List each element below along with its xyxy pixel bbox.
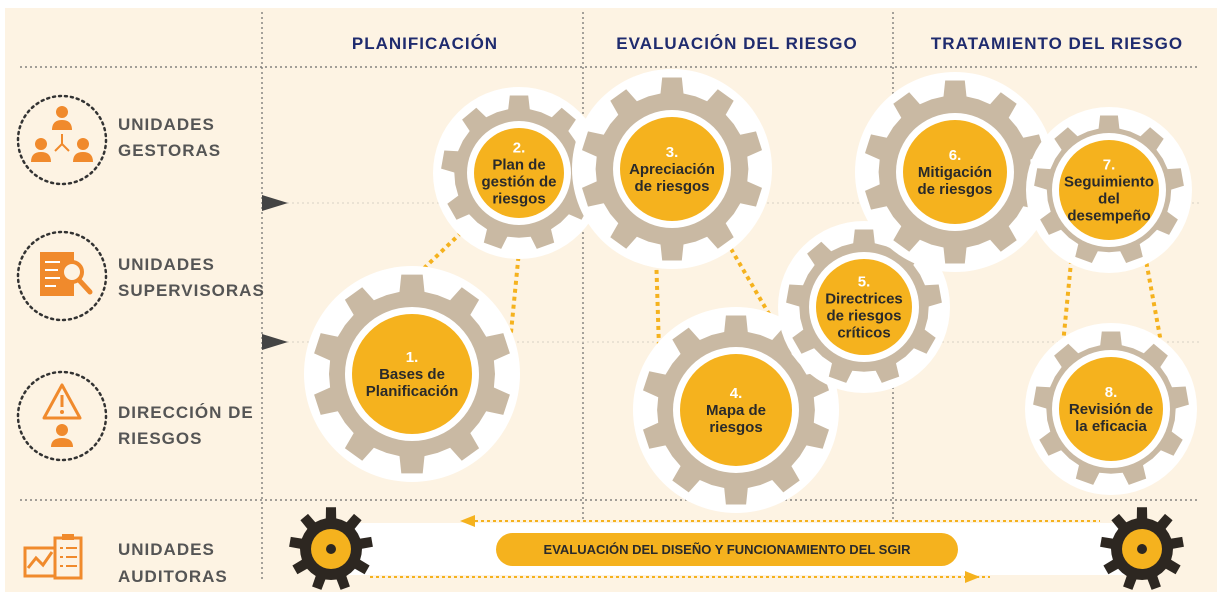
gear-step-label: de riesgos xyxy=(634,178,709,195)
gear-step-number: 8. xyxy=(1105,384,1118,401)
dark-gear-hub xyxy=(1137,544,1147,554)
gear-step-label: Apreciación xyxy=(629,161,715,178)
gear-step-label: gestión de xyxy=(481,174,556,191)
role-circle-supervisoras xyxy=(16,230,108,322)
gear-step-number: 6. xyxy=(949,147,962,164)
gear-step-label: Revisión de xyxy=(1069,401,1153,418)
dark-gear-right-icon xyxy=(1100,507,1184,590)
gear-step-label: críticos xyxy=(837,325,890,342)
dark-gear-hub xyxy=(326,544,336,554)
gear-step-label: Plan de xyxy=(492,157,545,174)
dark-gear-left-icon xyxy=(289,507,373,590)
gear-step-label: de riesgos xyxy=(826,308,901,325)
gear-core xyxy=(352,314,472,434)
gear-step-number: 3. xyxy=(666,144,679,161)
people-network-icon xyxy=(31,106,93,162)
audit-arrow-right xyxy=(965,571,980,583)
gear-step-label: de riesgos xyxy=(917,181,992,198)
row-label-supervisoras-line1: UNIDADES xyxy=(118,255,215,274)
audit-banner-label: EVALUACIÓN DEL DISEÑO Y FUNCIONAMIENTO D… xyxy=(544,542,912,557)
document-magnifier-icon xyxy=(40,252,93,296)
gear-step-label: riesgos xyxy=(492,191,545,208)
gear-core xyxy=(903,120,1007,224)
chart-checklist-icon xyxy=(23,534,83,580)
gear-step-label: Bases de xyxy=(379,366,445,383)
gear-step-label: riesgos xyxy=(709,419,762,436)
gear-step-number: 5. xyxy=(858,274,871,291)
gear-step-number: 7. xyxy=(1103,157,1116,174)
gear-step-number: 1. xyxy=(406,349,419,366)
grid-lines xyxy=(20,12,1200,580)
row-label-gestoras-line1: UNIDADES xyxy=(118,115,215,134)
row-label-direccion-line2: RIESGOS xyxy=(118,429,202,448)
row-label-auditoras-line1: UNIDADES xyxy=(118,540,215,559)
gear-core xyxy=(474,128,564,218)
gear-core xyxy=(680,354,792,466)
column-header-planificacion: PLANIFICACIÓN xyxy=(352,34,498,53)
row-label-direccion-line1: DIRECCIÓN DE xyxy=(118,403,254,422)
gear-step-label: Planificación xyxy=(366,383,459,400)
column-header-tratamiento: TRATAMIENTO DEL RIESGO xyxy=(931,34,1183,53)
gear-step-label: Mitigación xyxy=(918,164,992,181)
row-label-auditoras-line2: AUDITORAS xyxy=(118,567,228,586)
gear-core xyxy=(816,259,912,355)
gear-step-label: Seguimiento xyxy=(1064,174,1154,191)
role-circle-gestoras xyxy=(16,94,108,186)
row-label-gestoras-line2: GESTORAS xyxy=(118,141,221,160)
column-header-evaluacion: EVALUACIÓN DEL RIESGO xyxy=(616,34,857,53)
audit-arrow-left xyxy=(460,515,475,527)
gear-core xyxy=(620,117,724,221)
gear-step-label: la eficacia xyxy=(1075,418,1147,435)
gear-step-label: del xyxy=(1098,191,1120,208)
gear-core xyxy=(1059,357,1163,461)
gear-step-label: Mapa de xyxy=(706,402,766,419)
gear-step-label: desempeño xyxy=(1067,208,1150,225)
row-arrow-1 xyxy=(262,195,288,211)
row-label-supervisoras-line2: SUPERVISORAS xyxy=(118,281,265,300)
audit-banner xyxy=(496,533,958,566)
role-circle-direccion xyxy=(16,370,108,462)
warning-person-icon xyxy=(42,383,82,447)
gear-step-number: 4. xyxy=(730,385,743,402)
gear-step-label: Directrices xyxy=(825,291,903,308)
gear-core xyxy=(1059,140,1159,240)
gear-step-number: 2. xyxy=(513,140,526,157)
row-arrow-2 xyxy=(262,334,288,350)
